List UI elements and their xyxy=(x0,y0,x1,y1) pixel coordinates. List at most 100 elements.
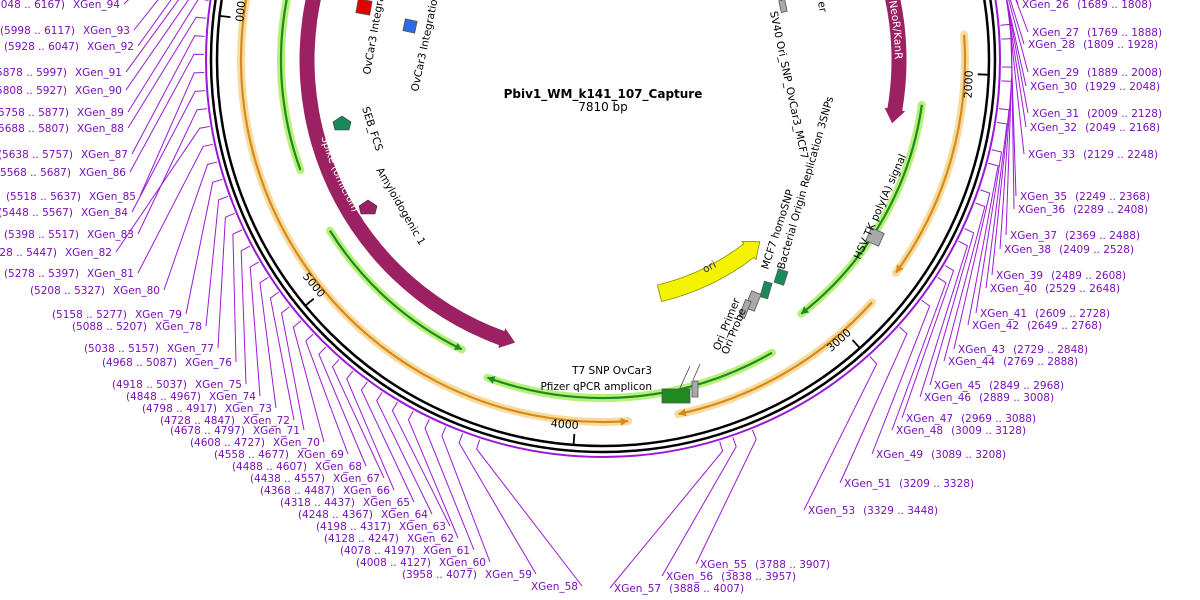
primer-leader-XGen_60 xyxy=(441,426,491,563)
primer-name: XGen_82 xyxy=(65,247,112,259)
tick-label-2000: 2000 xyxy=(962,70,976,98)
primer-name: XGen_64 xyxy=(381,509,428,521)
primer-name: XGen_30 xyxy=(1030,81,1077,93)
primer-name: XGen_94 xyxy=(73,0,120,11)
primer-range: (5928 .. 6047) xyxy=(4,41,79,53)
track-line-1 xyxy=(800,104,923,315)
primer-label-XGen_90: (5808 .. 5927)XGen_90 xyxy=(0,85,122,97)
backbone-inner-strand xyxy=(215,0,991,448)
primer-leader-XGen_64 xyxy=(376,392,433,515)
primer-label-XGen_81: (5278 .. 5397)XGen_81 xyxy=(4,268,134,280)
primer-leader-XGen_73 xyxy=(259,276,277,409)
primer-name: XGen_90 xyxy=(75,85,122,97)
primer-leader-XGen_88 xyxy=(127,16,207,129)
primer-range: (4918 .. 5037) xyxy=(112,379,187,391)
primer-label-XGen_41: XGen_41(2609 .. 2728) xyxy=(980,308,1110,320)
primer-leader-XGen_40 xyxy=(985,121,1008,289)
primer-range: (5448 .. 5567) xyxy=(0,207,73,219)
primer-leader-XGen_86 xyxy=(129,53,205,173)
primer-label-XGen_92: (5928 .. 6047)XGen_92 xyxy=(4,41,134,53)
primer-range: (3788 .. 3907) xyxy=(755,559,830,571)
tick-mark-3000 xyxy=(851,339,860,348)
track-arrowhead-4 xyxy=(895,264,904,273)
primer-label-XGen_31: XGen_31(2009 .. 2128) xyxy=(1032,108,1162,120)
primer-leader-XGen_69 xyxy=(305,333,349,455)
primer-label-XGen_56: XGen_56(3838 .. 3957) xyxy=(666,571,796,583)
primer-label-XGen_43: XGen_43(2729 .. 2848) xyxy=(958,344,1088,356)
primer-range: (5638 .. 5757) xyxy=(0,149,73,161)
primer-name: XGen_74 xyxy=(209,391,256,403)
primer-label-XGen_89: (5758 .. 5877)XGen_89 xyxy=(0,107,124,119)
primer-label-XGen_35: XGen_35(2249 .. 2368) xyxy=(1020,191,1150,203)
primer-range: (5038 .. 5157) xyxy=(84,343,159,355)
primer-name: XGen_91 xyxy=(75,67,122,79)
track-line-2 xyxy=(328,230,463,351)
primer-label-XGen_46: XGen_46(2889 .. 3008) xyxy=(924,392,1054,404)
primer-range: (3958 .. 4077) xyxy=(402,569,477,581)
primer-range: (2489 .. 2608) xyxy=(1051,270,1126,282)
primer-range: (4438 .. 4557) xyxy=(250,473,325,485)
primer-label-XGen_53: XGen_53(3329 .. 3448) xyxy=(808,505,938,517)
primer-range: (1929 .. 2048) xyxy=(1085,81,1160,93)
feature-label-text-ori: ori xyxy=(701,259,719,276)
primer-name: XGen_80 xyxy=(113,285,160,297)
feature-pfizer-amplicon-label: Pfizer qPCR amplicon xyxy=(540,381,652,393)
primer-leader-XGen_61 xyxy=(424,419,475,551)
primer-range: (5158 .. 5277) xyxy=(52,309,127,321)
primer-range: (1889 .. 2008) xyxy=(1087,67,1162,79)
primer-leader-XGen_39 xyxy=(991,108,1010,276)
primer-label-XGen_60: (4008 .. 4127)XGen_60 xyxy=(356,557,486,569)
primer-name: XGen_68 xyxy=(315,461,362,473)
primer-label-XGen_55: XGen_55(3788 .. 3907) xyxy=(700,559,830,571)
primer-label-XGen_64: (4248 .. 4367) XGen_64 xyxy=(298,509,428,521)
primer-leader-XGen_87 xyxy=(131,35,205,155)
primer-range: (2729 .. 2848) xyxy=(1013,344,1088,356)
primer-label-XGen_70: (4608 .. 4727)XGen_70 xyxy=(190,437,320,449)
primer-label-XGen_48: XGen_48(3009 .. 3128) xyxy=(896,425,1026,437)
primer-label-XGen_72: (4728 .. 4847)XGen_72 xyxy=(160,415,290,427)
primer-leader-XGen_55 xyxy=(695,429,757,565)
primer-range: (2129 .. 2248) xyxy=(1083,149,1158,161)
primer-range: (5878 .. 5997) xyxy=(0,67,67,79)
primer-range: (3209 .. 3328) xyxy=(899,478,974,490)
t7-leader-line xyxy=(692,363,701,381)
primer-leader-XGen_77 xyxy=(217,212,235,349)
primer-name: XGen_70 xyxy=(273,437,320,449)
primer-label-XGen_66: (4368 .. 4487)XGen_66 xyxy=(260,485,390,497)
primer-label-XGen_51: XGen_51(3209 .. 3328) xyxy=(844,478,974,490)
primer-leader-XGen_45 xyxy=(929,228,975,386)
feature-ovcar3-integration-glyph xyxy=(402,18,418,34)
primer-range: (5518 .. 5637) xyxy=(6,191,81,203)
primer-label-XGen_93: (5998 .. 6117)XGen_93 xyxy=(0,25,130,37)
feature-amyloidogenic-1-label: Amyloidogenic 1 xyxy=(373,166,427,248)
feature-sv40-ori-glyph xyxy=(778,0,788,13)
primer-name: XGen_72 xyxy=(243,415,290,427)
feature-bacterial-ori-3snps-glyph xyxy=(759,280,773,300)
primer-range: (2889 .. 3008) xyxy=(979,392,1054,404)
primer-name: XGen_85 xyxy=(89,191,136,203)
primer-range: (3838 .. 3957) xyxy=(721,571,796,583)
primer-range: (5328 .. 5447) xyxy=(0,247,57,259)
primer-leader-XGen_43 xyxy=(953,189,991,350)
primer-range: (4488 .. 4607) xyxy=(232,461,307,473)
primer-name: XGen_66 xyxy=(343,485,390,497)
primer-leader-XGen_51 xyxy=(839,326,908,484)
primer-leader-XGen_68 xyxy=(318,346,367,467)
primer-range: (3329 .. 3448) xyxy=(863,505,938,517)
primer-range: (4848 .. 4967) xyxy=(126,391,201,403)
primer-leader-XGen_37 xyxy=(1001,66,1013,236)
primer-range: (4248 .. 4367) xyxy=(298,509,373,521)
primer-name: XGen_61 xyxy=(423,545,470,557)
primer-name: XGen_77 xyxy=(167,343,214,355)
primer-leader-XGen_66 xyxy=(346,370,395,491)
primer-range: (5208 .. 5327) xyxy=(30,285,105,297)
primer-label-XGen_68: (4488 .. 4607) XGen_68 xyxy=(232,461,362,473)
primer-name: XGen_87 xyxy=(81,149,128,161)
primer-range: (4078 .. 4197) xyxy=(340,545,415,557)
primer-leader-XGen_58 xyxy=(476,439,583,587)
primer-name: XGen_26 xyxy=(1022,0,1069,11)
primer-range: (1689 .. 1808) xyxy=(1077,0,1152,11)
primer-label-XGen_79: (5158 .. 5277)XGen_79 xyxy=(52,309,182,321)
primer-range: (6048 .. 6167) xyxy=(0,0,65,11)
feature-arc-ori xyxy=(656,240,761,303)
